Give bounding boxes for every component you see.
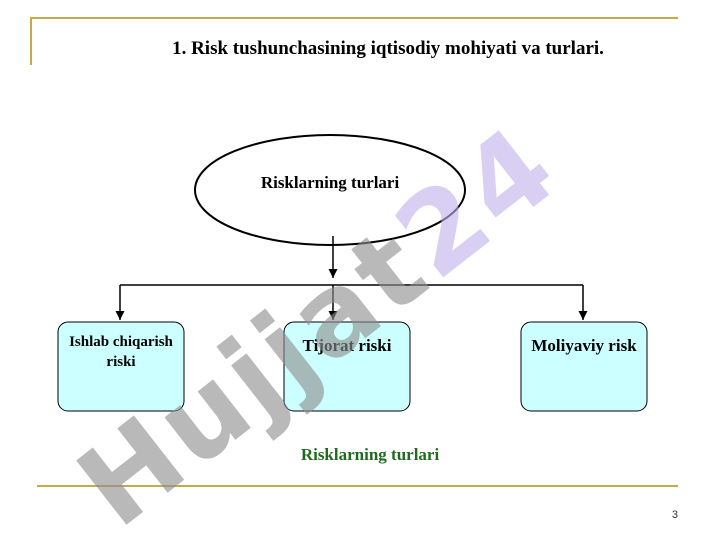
top-border-rule xyxy=(30,17,678,19)
child-label-commercial-risk: Tijorat riski xyxy=(302,336,392,355)
risk-types-diagram xyxy=(57,134,648,412)
slide-title: 1. Risk tushunchasining iqtisodiy mohiya… xyxy=(172,38,604,59)
left-border-rule xyxy=(30,17,32,65)
root-label: Risklarning turlari xyxy=(260,172,400,192)
child-box-commercial-risk xyxy=(283,321,411,412)
bottom-border-rule xyxy=(37,485,678,487)
child-box-financial-risk xyxy=(520,321,648,412)
child-label-financial-risk: Moliyaviy risk xyxy=(531,336,637,355)
root-ellipse xyxy=(194,134,466,246)
child-box-production-risk xyxy=(57,321,185,412)
page-number: 3 xyxy=(671,509,678,521)
child-label-production-risk: Ishlab chiqarish riski xyxy=(69,334,173,370)
diagram-caption: Risklarning turlari xyxy=(300,445,440,464)
